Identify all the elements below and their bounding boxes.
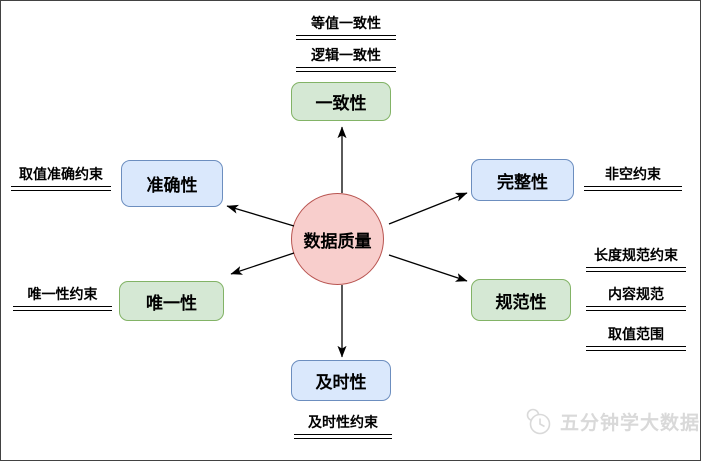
node-box-consistency: 一致性 (291, 82, 391, 121)
sub-label-equivalence-consistency: 等值一致性 (296, 15, 396, 40)
node-box-timeliness: 及时性 (291, 360, 391, 401)
watermark: 五分钟学大数据 (523, 405, 700, 437)
node-label-normativity: 规范性 (495, 292, 547, 312)
node-label-accuracy: 准确性 (146, 176, 198, 195)
sub-label-not-null-constraint: 非空约束 (584, 166, 682, 191)
node-box-accuracy: 准确性 (121, 160, 223, 207)
node-box-normativity: 规范性 (471, 279, 571, 321)
node-box-completeness: 完整性 (471, 159, 574, 201)
center-node-data-quality: 数据质量 (291, 193, 384, 285)
sub-label-logical-consistency: 逻辑一致性 (296, 47, 396, 72)
watermark-text: 五分钟学大数据 (560, 412, 701, 434)
arrow-to-uniqueness (230, 252, 295, 275)
node-label-consistency: 一致性 (315, 94, 367, 113)
center-node-label: 数据质量 (303, 231, 372, 251)
arrow-to-normativity (388, 254, 468, 282)
node-label-completeness: 完整性 (497, 172, 548, 192)
sub-label-length-norm-constraint: 长度规范约束 (586, 247, 686, 272)
arrow-to-accuracy (226, 204, 295, 227)
arrow-to-completeness (388, 192, 468, 225)
sub-label-value-range: 取值范围 (586, 326, 686, 351)
sub-label-value-accuracy-constraint: 取值准确约束 (11, 166, 111, 191)
node-label-uniqueness: 唯一性 (146, 293, 197, 313)
clock-logo-icon (526, 408, 551, 435)
node-box-uniqueness: 唯一性 (119, 281, 224, 321)
sub-label-content-norm: 内容规范 (586, 286, 686, 311)
node-label-timeliness: 及时性 (315, 373, 367, 392)
sub-label-timeliness-constraint: 及时性约束 (294, 414, 392, 439)
sub-label-uniqueness-constraint: 唯一性约束 (13, 286, 112, 311)
